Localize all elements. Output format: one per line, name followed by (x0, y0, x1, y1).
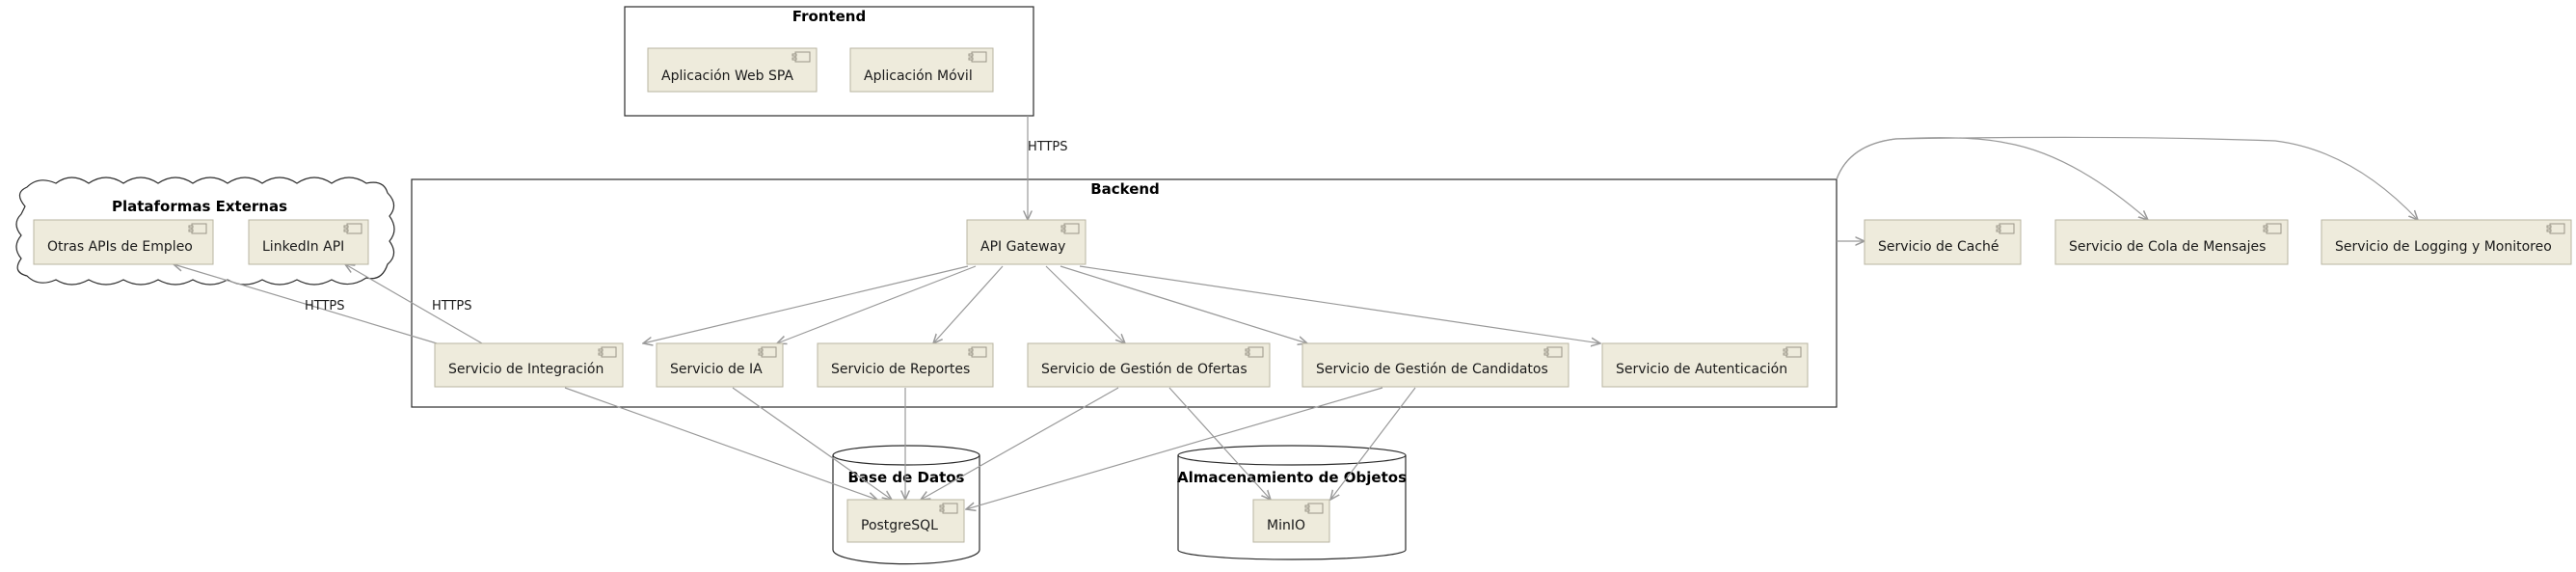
component-icon (598, 346, 617, 358)
component-cola[interactable]: Servicio de Cola de Mensajes (2054, 219, 2289, 265)
component-icon (1996, 223, 2015, 234)
component-minio[interactable]: MinIO (1252, 499, 1330, 543)
objetos-title: Almacenamiento de Objetos (1177, 469, 1407, 486)
frontend-group: Frontend (624, 6, 1034, 117)
otras-apis-label: Otras APIs de Empleo (47, 239, 193, 255)
edge-backend-logging (1836, 136, 2418, 220)
component-movil[interactable]: Aplicación Móvil (849, 47, 994, 93)
edge-integracion-linkedin (345, 264, 483, 344)
edge-label-integracion-otras: HTTPS (305, 299, 345, 313)
component-cache[interactable]: Servicio de Caché (1864, 219, 2022, 265)
externas-title: Plataformas Externas (112, 198, 287, 215)
component-icon (343, 223, 362, 234)
component-icon (758, 346, 777, 358)
component-gateway[interactable]: API Gateway (966, 219, 1087, 265)
base-de-datos-cylinder: Base de Datos (832, 445, 980, 565)
reportes-label: Servicio de Reportes (831, 362, 970, 377)
integracion-label: Servicio de Integración (448, 362, 604, 377)
minio-label: MinIO (1267, 518, 1305, 533)
edge-candidatos-postgres (966, 387, 1383, 509)
edge-gateway-ia (777, 265, 977, 343)
gateway-label: API Gateway (980, 239, 1065, 255)
component-icon (1060, 223, 1080, 234)
movil-label: Aplicación Móvil (864, 68, 973, 84)
backend-group: Backend (411, 178, 1838, 408)
component-logging[interactable]: Servicio de Logging y Monitoreo (2321, 219, 2572, 265)
edge-integracion-postgres (564, 387, 877, 500)
edge-label-frontend-gateway: HTTPS (1028, 140, 1068, 154)
component-icon (792, 51, 811, 63)
component-icon (939, 503, 958, 514)
edge-gateway-integracion (643, 265, 969, 343)
plataformas-externas-cloud: Plataformas Externas (15, 177, 395, 286)
frontend-title: Frontend (792, 8, 866, 25)
ofertas-label: Servicio de Gestión de Ofertas (1041, 362, 1248, 377)
edges: HTTPS HTTPS HTTPS (174, 116, 2418, 509)
component-icon (1245, 346, 1264, 358)
edge-candidatos-minio (1330, 387, 1416, 500)
component-icon (1543, 346, 1563, 358)
edge-ofertas-minio (1168, 387, 1271, 500)
edge-gateway-autenticacion (1079, 265, 1600, 343)
component-icon (968, 346, 987, 358)
cache-label: Servicio de Caché (1878, 239, 1999, 255)
component-web-spa[interactable]: Aplicación Web SPA (647, 47, 818, 93)
component-otras-apis[interactable]: Otras APIs de Empleo (33, 219, 214, 265)
component-candidatos[interactable]: Servicio de Gestión de Candidatos (1301, 342, 1570, 388)
component-icon (2546, 223, 2565, 234)
component-icon (1783, 346, 1802, 358)
component-icon (1304, 503, 1324, 514)
edge-label-integracion-linkedin: HTTPS (432, 299, 472, 313)
component-reportes[interactable]: Servicio de Reportes (817, 342, 994, 388)
backend-title: Backend (1090, 180, 1160, 198)
component-icon (2263, 223, 2282, 234)
autenticacion-label: Servicio de Autenticación (1616, 362, 1787, 377)
component-icon (968, 51, 987, 63)
component-ofertas[interactable]: Servicio de Gestión de Ofertas (1027, 342, 1271, 388)
edge-ofertas-postgres (921, 387, 1119, 500)
cola-label: Servicio de Cola de Mensajes (2069, 239, 2266, 255)
component-autenticacion[interactable]: Servicio de Autenticación (1601, 342, 1809, 388)
web-spa-label: Aplicación Web SPA (661, 68, 793, 84)
postgres-label: PostgreSQL (861, 518, 938, 533)
bd-title: Base de Datos (848, 469, 965, 486)
component-postgres[interactable]: PostgreSQL (846, 499, 965, 543)
edge-gateway-candidatos (1060, 265, 1307, 343)
component-integracion[interactable]: Servicio de Integración (434, 342, 624, 388)
logging-label: Servicio de Logging y Monitoreo (2335, 239, 2552, 255)
edge-ia-postgres (732, 387, 892, 500)
edge-backend-cola (1836, 137, 2148, 220)
component-ia[interactable]: Servicio de IA (656, 342, 784, 388)
almacenamiento-cylinder: Almacenamiento de Objetos (1177, 445, 1407, 560)
linkedin-label: LinkedIn API (262, 239, 344, 255)
edge-integracion-otras (174, 264, 438, 344)
component-linkedin[interactable]: LinkedIn API (248, 219, 369, 265)
candidatos-label: Servicio de Gestión de Candidatos (1316, 362, 1548, 377)
edge-gateway-ofertas (1045, 265, 1125, 343)
edge-gateway-reportes (933, 265, 1004, 343)
component-icon (188, 223, 207, 234)
ia-label: Servicio de IA (670, 362, 763, 377)
